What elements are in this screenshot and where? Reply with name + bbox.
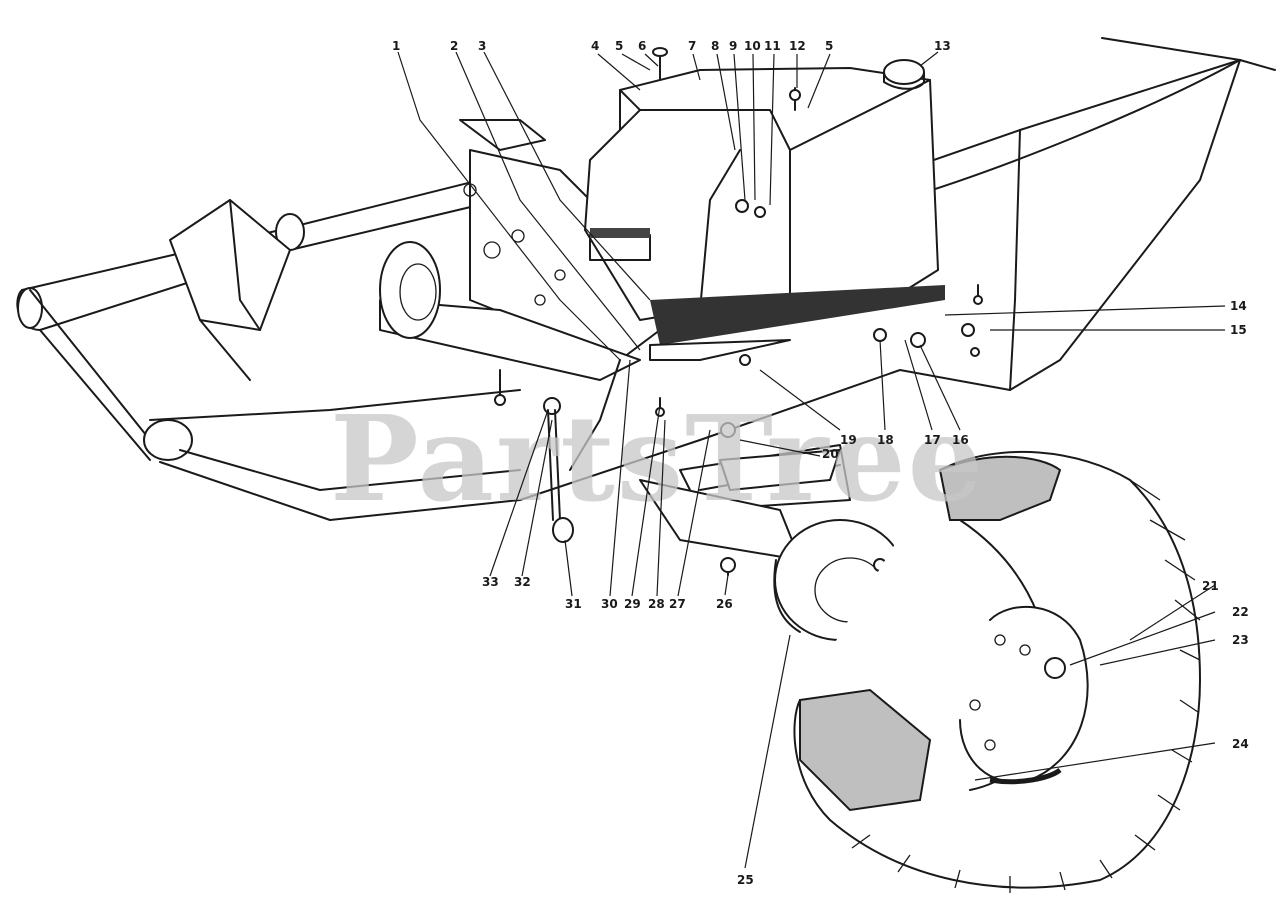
- callout-31: 31: [565, 597, 582, 611]
- callout-23: 23: [1232, 633, 1249, 647]
- callout-20: 20: [822, 447, 839, 461]
- callout-28: 28: [648, 597, 665, 611]
- callout-26: 26: [716, 597, 733, 611]
- callout-10: 10: [744, 39, 761, 53]
- callout-1: 1: [392, 39, 400, 53]
- tire-wheel: [793, 450, 1201, 893]
- callout-4: 4: [591, 39, 599, 53]
- callout-14: 14: [1230, 299, 1247, 313]
- callout-2: 2: [450, 39, 458, 53]
- callout-18: 18: [877, 433, 894, 447]
- callout-15: 15: [1230, 323, 1247, 337]
- callout-12: 12: [789, 39, 806, 53]
- callout-30: 30: [601, 597, 618, 611]
- callout-32: 32: [514, 575, 531, 589]
- callout-11: 11: [764, 39, 781, 53]
- callout-33: 33: [482, 575, 499, 589]
- tie-rod: [547, 409, 736, 576]
- callout-24: 24: [1232, 737, 1249, 751]
- fuel-tank: [584, 59, 945, 361]
- callout-27: 27: [669, 597, 686, 611]
- callout-5: 5: [615, 39, 623, 53]
- callout-6: 6: [638, 39, 646, 53]
- callout-13: 13: [934, 39, 951, 53]
- tubular-frame: [16, 169, 521, 521]
- callout-labels: 1 2 3 4 5 6 7 8 9 10 11 12 5 13 14 15 16…: [392, 39, 1249, 887]
- callout-21: 21: [1202, 579, 1219, 593]
- callout-5b: 5: [825, 39, 833, 53]
- callout-19: 19: [840, 433, 857, 447]
- callout-8: 8: [711, 39, 719, 53]
- callout-25: 25: [737, 873, 754, 887]
- watermark-logo: PartsTree: [330, 389, 985, 528]
- hardware-bolts: [494, 47, 983, 438]
- callout-22: 22: [1232, 605, 1249, 619]
- callout-3: 3: [478, 39, 486, 53]
- callout-9: 9: [729, 39, 737, 53]
- axle-support: [379, 119, 661, 471]
- callout-16: 16: [952, 433, 969, 447]
- callout-17: 17: [924, 433, 941, 447]
- leader-lines: [397, 51, 1226, 869]
- callout-7: 7: [688, 39, 696, 53]
- callout-29: 29: [624, 597, 641, 611]
